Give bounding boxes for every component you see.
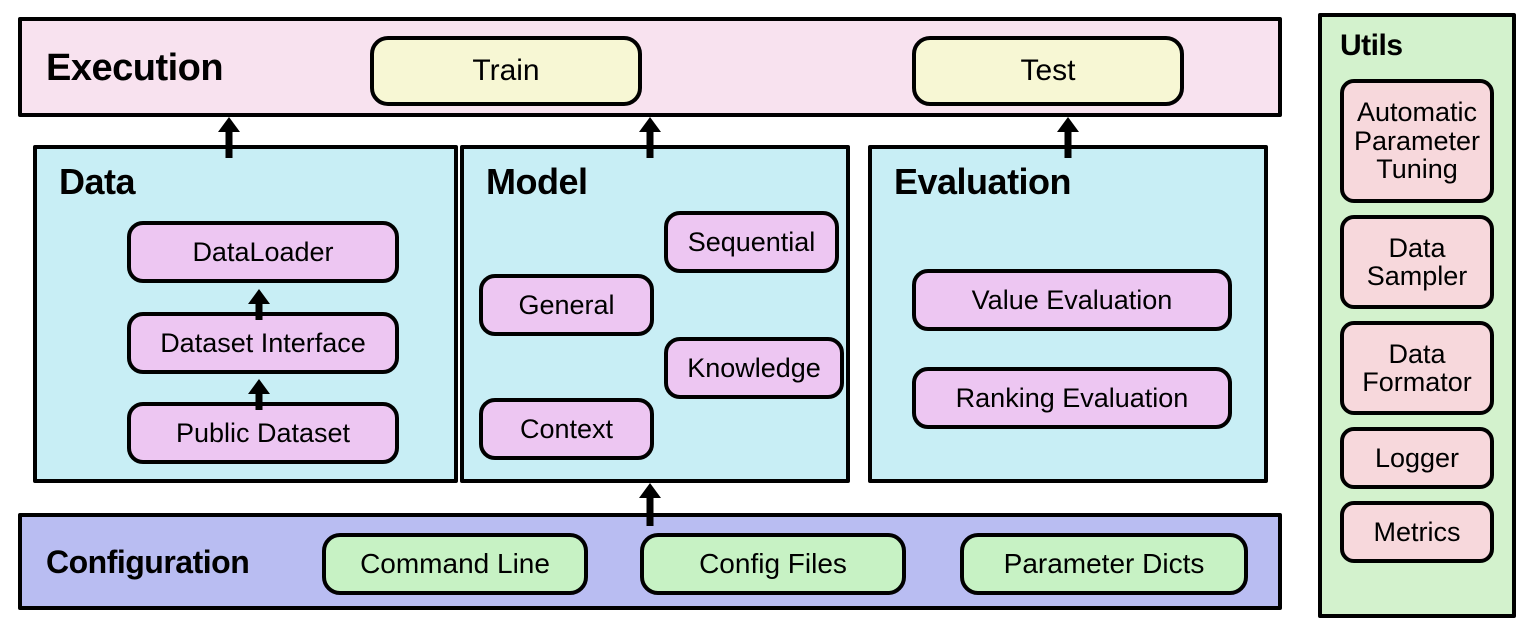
arrow-head-icon (218, 117, 240, 132)
context-node-label: Context (519, 413, 614, 444)
arrow-head-icon (1057, 117, 1079, 132)
execution-panel-title: Execution (46, 47, 224, 89)
context-node[interactable]: Context (479, 398, 654, 460)
data-sampler-node-label: Data Sampler (1366, 232, 1468, 291)
parameter-dicts-node-label: Parameter Dicts (1003, 548, 1205, 580)
public-dataset-node-label: Public Dataset (175, 417, 351, 448)
metrics-node-label: Metrics (1373, 516, 1461, 547)
arrow-shaft (1064, 130, 1072, 158)
arrow-head-icon (248, 379, 270, 394)
arrow-shaft (646, 130, 654, 158)
dataloader-node-label: DataLoader (192, 236, 334, 267)
test-node[interactable]: Test (912, 36, 1184, 106)
evaluation-panel: Evaluation Value Evaluation Ranking Eval… (868, 145, 1268, 483)
arrow-shaft (225, 130, 233, 158)
logger-node[interactable]: Logger (1340, 427, 1494, 489)
command-line-node-label: Command Line (360, 548, 550, 580)
arrow-shaft (255, 392, 263, 410)
general-node-label: General (518, 289, 615, 320)
train-node[interactable]: Train (370, 36, 642, 106)
dataset-interface-node[interactable]: Dataset Interface (127, 312, 399, 374)
knowledge-node-label: Knowledge (687, 352, 821, 383)
automatic-parameter-tuning-node-label: Automatic Parameter Tuning (1353, 97, 1481, 185)
evaluation-panel-title: Evaluation (894, 161, 1072, 202)
data-sampler-node[interactable]: Data Sampler (1340, 215, 1494, 309)
value-evaluation-node[interactable]: Value Evaluation (912, 269, 1232, 331)
arrow-head-icon (639, 117, 661, 132)
parameter-dicts-node[interactable]: Parameter Dicts (960, 533, 1248, 595)
sequential-node[interactable]: Sequential (664, 211, 839, 273)
sequential-node-label: Sequential (687, 226, 816, 257)
arrow-head-icon (248, 289, 270, 304)
train-node-label: Train (472, 54, 540, 88)
utils-panel-title: Utils (1340, 29, 1403, 62)
value-evaluation-node-label: Value Evaluation (971, 284, 1173, 315)
data-formator-node-label: Data Formator (1362, 338, 1472, 397)
arrow-head-icon (639, 483, 661, 498)
automatic-parameter-tuning-node[interactable]: Automatic Parameter Tuning (1340, 79, 1494, 203)
ranking-evaluation-node[interactable]: Ranking Evaluation (912, 367, 1232, 429)
logger-node-label: Logger (1374, 442, 1460, 473)
general-node[interactable]: General (479, 274, 654, 336)
data-formator-node[interactable]: Data Formator (1340, 321, 1494, 415)
model-panel-title: Model (486, 161, 588, 202)
arrow-shaft (255, 302, 263, 320)
arrow-shaft (646, 496, 654, 526)
knowledge-node[interactable]: Knowledge (664, 337, 844, 399)
ranking-evaluation-node-label: Ranking Evaluation (955, 382, 1189, 413)
dataloader-node[interactable]: DataLoader (127, 221, 399, 283)
configuration-panel: Configuration Command Line Config Files … (18, 513, 1282, 610)
command-line-node[interactable]: Command Line (322, 533, 588, 595)
model-panel: Model Sequential General Knowledge Conte… (460, 145, 850, 483)
public-dataset-node[interactable]: Public Dataset (127, 402, 399, 464)
configuration-panel-title: Configuration (46, 544, 250, 580)
config-files-node-label: Config Files (699, 548, 847, 580)
config-files-node[interactable]: Config Files (640, 533, 906, 595)
metrics-node[interactable]: Metrics (1340, 501, 1494, 563)
data-panel-title: Data (59, 161, 136, 202)
execution-panel: Execution Train Test (18, 17, 1282, 117)
data-panel: Data DataLoader Dataset Interface Public… (33, 145, 458, 483)
dataset-interface-node-label: Dataset Interface (160, 327, 366, 358)
test-node-label: Test (1020, 54, 1076, 88)
utils-panel: Utils Automatic Parameter Tuning Data Sa… (1318, 13, 1516, 618)
